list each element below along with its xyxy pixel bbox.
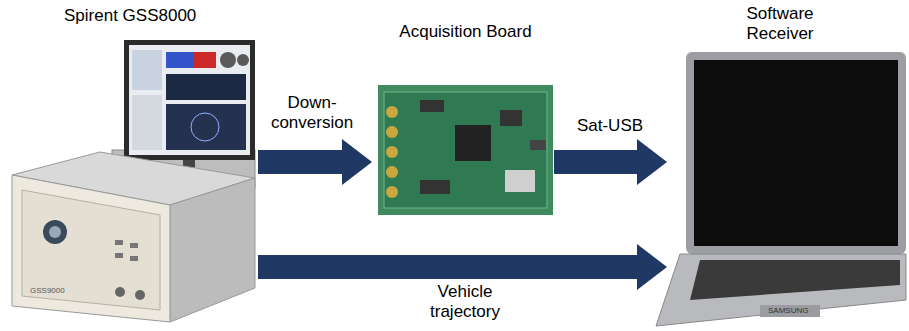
drawing-part (386, 126, 398, 138)
drawing-part (115, 253, 123, 258)
block-arrow (258, 139, 372, 185)
drawing-part (124, 40, 255, 160)
drawing-part (132, 50, 162, 90)
drawing-part (500, 110, 522, 126)
drawing-part (386, 186, 398, 198)
drawing-part (115, 240, 123, 245)
node-heading: Software Receiver (730, 4, 830, 45)
drawing-part (43, 220, 67, 244)
drawing-part (760, 305, 820, 317)
drawing-part (686, 52, 906, 254)
brand-text: SAMSUNG (768, 306, 808, 315)
drawing-part (132, 95, 162, 150)
drawing-part (386, 146, 398, 158)
drawing-part (237, 54, 249, 66)
arrow-label: Vehicle trajectory (405, 282, 525, 323)
drawing-part (220, 52, 236, 68)
node-heading: Acquisition Board (378, 22, 553, 42)
drawing-part (455, 125, 491, 161)
drawing-part (194, 52, 216, 68)
drawing-part (130, 243, 138, 248)
drawing-part (130, 256, 138, 261)
drawing-part (386, 106, 398, 118)
equipment-node: Spirent GSS8000 (4, 6, 256, 326)
device-model-text: GSS9000 (30, 286, 65, 295)
chassis-illustration (12, 152, 255, 322)
drawing-part (135, 290, 145, 300)
drawing-part (115, 287, 125, 297)
drawing-part (191, 113, 219, 141)
drawing-part (170, 178, 255, 322)
drawing-part (129, 45, 250, 155)
drawing-part (49, 226, 61, 238)
drawing-part (386, 166, 398, 178)
drawing-part (420, 100, 444, 112)
drawing-part (690, 260, 900, 300)
block-arrow (554, 139, 667, 185)
drawing-part (166, 52, 194, 68)
drawing-part (12, 175, 170, 322)
drawing-part (384, 92, 547, 208)
laptop-illustration (656, 52, 906, 326)
board-illustration (378, 85, 553, 215)
node-heading: Spirent GSS8000 (4, 6, 256, 26)
arrow-label: Sat-USB (560, 116, 660, 136)
drawing-part (505, 170, 535, 192)
drawing-part (694, 60, 898, 246)
drawing-part (420, 180, 450, 194)
arrow-label: Down- conversion (262, 93, 362, 134)
equipment-node: Acquisition Board (378, 22, 553, 217)
drawing-part (656, 254, 906, 326)
drawing-part (378, 85, 553, 215)
drawing-part (166, 104, 246, 150)
drawing-part (166, 74, 246, 100)
equipment-node: Software Receiver (655, 4, 905, 326)
drawing-part (22, 190, 160, 310)
drawing-part (530, 140, 546, 150)
